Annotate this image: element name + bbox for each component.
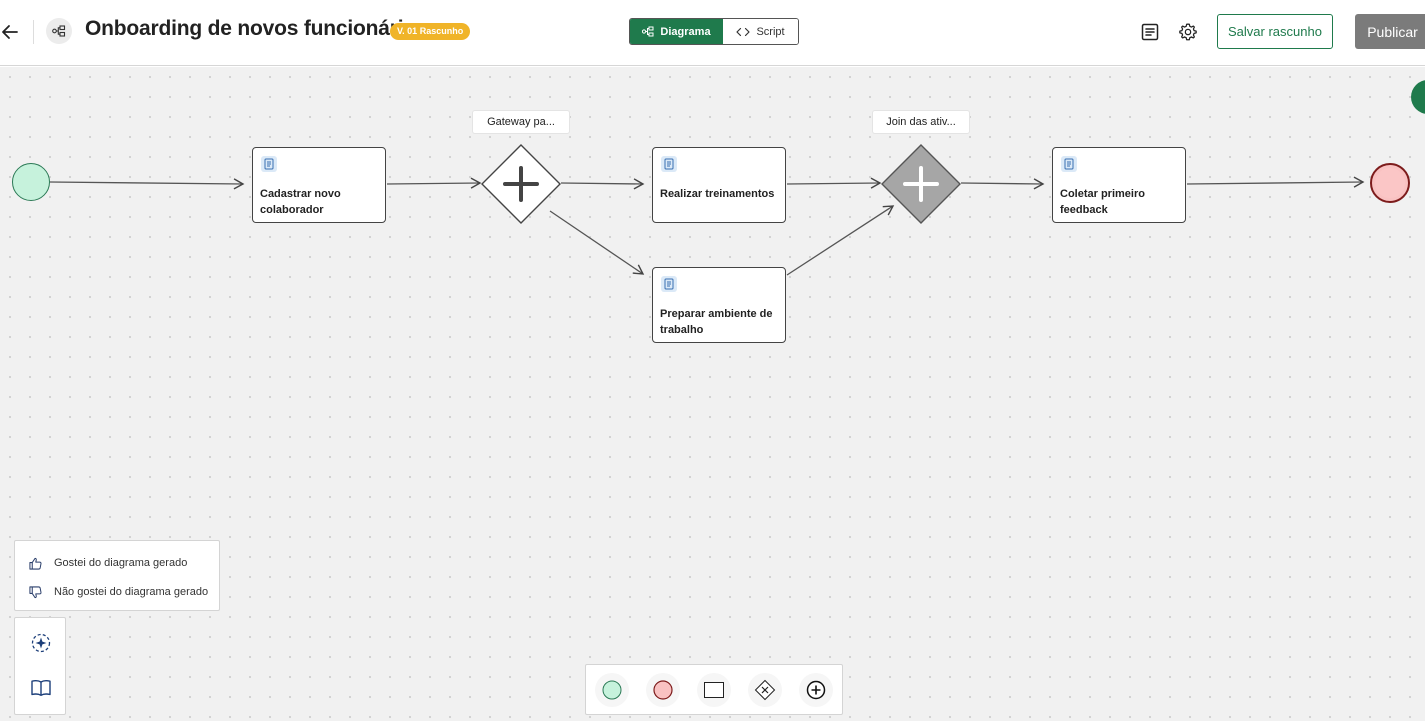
task-form-icon bbox=[661, 276, 677, 292]
task-form-icon bbox=[661, 156, 677, 172]
palette-task[interactable] bbox=[697, 673, 731, 707]
tab-diagram-label: Diagrama bbox=[660, 25, 711, 38]
tab-diagram[interactable]: Diagrama bbox=[630, 19, 723, 44]
end-event[interactable] bbox=[1370, 163, 1410, 203]
flow-task1-to-split bbox=[386, 177, 482, 189]
palette-start-event[interactable] bbox=[595, 673, 629, 707]
task-label: Cadastrar novo colaborador bbox=[260, 188, 341, 216]
flow-task4-to-end bbox=[1186, 176, 1365, 188]
page-title: Onboarding de novos funcionári... bbox=[85, 17, 421, 40]
save-draft-button[interactable]: Salvar rascunho bbox=[1217, 14, 1333, 49]
task-preparar-ambiente[interactable]: Preparar ambiente de trabalho bbox=[652, 267, 786, 343]
header-divider bbox=[33, 20, 34, 44]
flow-start-to-task1 bbox=[49, 178, 245, 190]
open-book-icon[interactable] bbox=[30, 677, 52, 699]
palette-exclusive-gateway[interactable] bbox=[748, 673, 782, 707]
tab-script-label: Script bbox=[756, 25, 785, 38]
code-icon bbox=[736, 27, 751, 36]
element-palette bbox=[585, 664, 843, 715]
publish-button[interactable]: Publicar bbox=[1355, 14, 1425, 49]
dislike-diagram-button[interactable]: Não gostei do diagrama gerado bbox=[15, 578, 219, 606]
task-rectangle-icon bbox=[704, 682, 724, 698]
task-form-icon bbox=[261, 156, 277, 172]
thumbs-up-icon bbox=[29, 557, 42, 570]
gateway-join-label: Join das ativ... bbox=[873, 111, 969, 133]
app-header: Onboarding de novos funcionári... V. 01 … bbox=[0, 0, 1425, 66]
feedback-panel: Gostei do diagrama gerado Não gostei do … bbox=[14, 540, 220, 611]
flow-split-to-task2 bbox=[560, 178, 645, 190]
gateway-parallel-split[interactable] bbox=[481, 144, 561, 224]
gateway-parallel-join[interactable] bbox=[881, 144, 961, 224]
left-toolbar bbox=[14, 617, 66, 715]
parallel-gateway-icon bbox=[481, 144, 561, 224]
back-arrow-icon[interactable] bbox=[0, 20, 22, 44]
dislike-label: Não gostei do diagrama gerado bbox=[54, 586, 209, 598]
flow-task2-to-join bbox=[786, 177, 882, 189]
version-badge: V. 01 Rascunho bbox=[390, 23, 471, 40]
task-cadastrar-novo-colaborador[interactable]: Cadastrar novo colaborador bbox=[252, 147, 386, 223]
palette-end-event[interactable] bbox=[646, 673, 680, 707]
palette-parallel-gateway[interactable] bbox=[799, 673, 833, 707]
task-label: Preparar ambiente de trabalho bbox=[660, 308, 773, 336]
exclusive-gateway-icon bbox=[754, 679, 776, 701]
diagram-icon bbox=[642, 26, 654, 37]
diagram-canvas[interactable]: Cadastrar novo colaborador Realizar trei… bbox=[0, 67, 1425, 721]
task-realizar-treinamentos[interactable]: Realizar treinamentos bbox=[652, 147, 786, 223]
task-label: Realizar treinamentos bbox=[660, 188, 775, 200]
like-diagram-button[interactable]: Gostei do diagrama gerado bbox=[15, 549, 219, 577]
notes-icon[interactable] bbox=[1140, 22, 1160, 42]
flow-join-to-task4 bbox=[960, 178, 1045, 190]
sequence-flows bbox=[49, 176, 1365, 276]
view-toggle: Diagrama Script bbox=[629, 18, 799, 45]
side-panel-toggle[interactable] bbox=[1411, 80, 1425, 114]
start-event[interactable] bbox=[12, 163, 50, 201]
flow-task3-to-join bbox=[786, 205, 895, 276]
task-label: Coletar primeiro feedback bbox=[1060, 188, 1145, 216]
task-coletar-feedback[interactable]: Coletar primeiro feedback bbox=[1052, 147, 1186, 223]
process-flow-icon bbox=[46, 18, 72, 44]
ai-sparkle-icon[interactable] bbox=[30, 632, 52, 654]
tab-script[interactable]: Script bbox=[723, 19, 798, 44]
task-form-icon bbox=[1061, 156, 1077, 172]
like-label: Gostei do diagrama gerado bbox=[54, 557, 188, 569]
thumbs-down-icon bbox=[29, 585, 42, 598]
end-event-icon bbox=[653, 680, 673, 700]
flow-split-to-task3 bbox=[549, 210, 645, 275]
start-event-icon bbox=[602, 680, 622, 700]
parallel-gateway-icon bbox=[881, 144, 961, 224]
gear-icon[interactable] bbox=[1178, 22, 1198, 42]
add-circle-icon bbox=[806, 680, 826, 700]
gateway-split-label: Gateway pa... bbox=[473, 111, 569, 133]
